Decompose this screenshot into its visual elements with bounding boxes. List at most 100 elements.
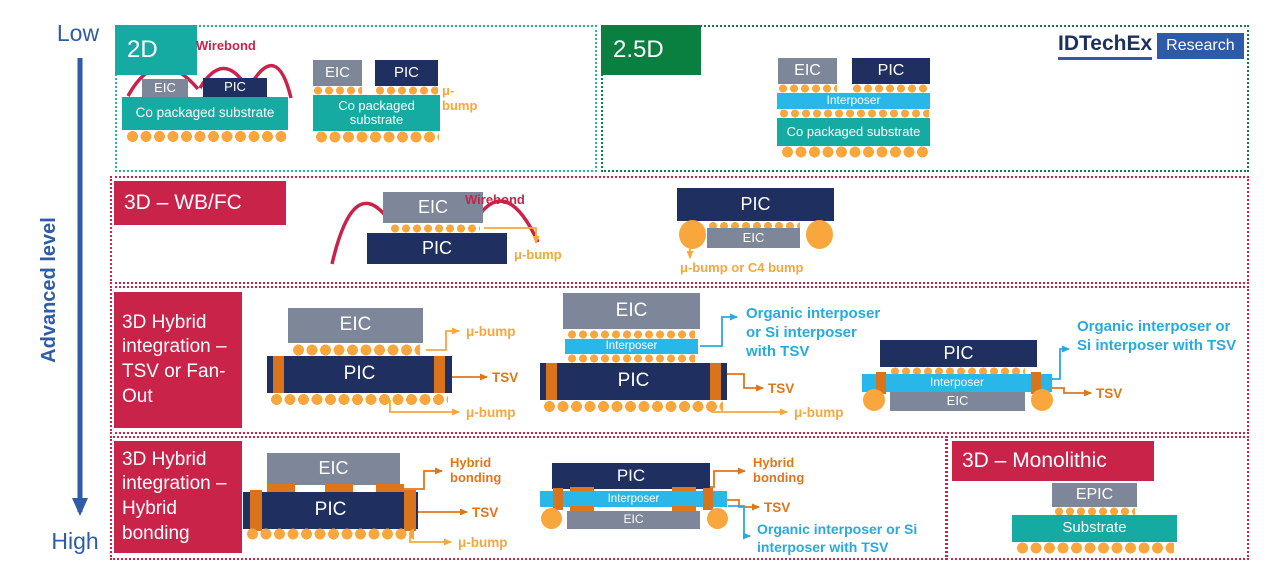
tsv-via bbox=[404, 490, 416, 531]
pic-chip: PIC bbox=[880, 340, 1037, 367]
tsv-label: TSV bbox=[1096, 386, 1123, 401]
interposer-layer: Interposer bbox=[565, 339, 698, 354]
interposer-layer: Interposer bbox=[540, 491, 727, 507]
micro-bumps bbox=[890, 367, 1025, 376]
hybrid-bonding-label: Hybrid bonding bbox=[450, 455, 502, 485]
section-2d-box bbox=[115, 25, 597, 172]
solder-bumps bbox=[126, 130, 286, 143]
tsv-label: TSV bbox=[472, 505, 499, 520]
mu-bump-label: μ-bump bbox=[442, 83, 478, 113]
eic-chip: EIC bbox=[890, 392, 1025, 411]
pic-chip: PIC bbox=[203, 78, 267, 97]
c4-bump bbox=[806, 220, 833, 249]
eic-chip: EIC bbox=[313, 60, 362, 86]
badge-hybrid-bonding: 3D Hybrid integration – Hybrid bonding bbox=[114, 441, 242, 553]
c4-bump bbox=[1031, 389, 1053, 411]
mu-bump-label: μ-bump bbox=[514, 247, 562, 262]
idtechex-logo: IDTechEx Research bbox=[1058, 32, 1244, 60]
micro-bumps bbox=[852, 84, 930, 93]
badge-monolithic: 3D – Monolithic bbox=[952, 441, 1154, 481]
substrate: Substrate bbox=[1012, 515, 1177, 542]
eic-chip: EIC bbox=[267, 453, 400, 485]
idtechex-logo-research-tag: Research bbox=[1157, 33, 1244, 59]
pic-chip: PIC bbox=[540, 363, 727, 400]
badge-tsv-fanout: 3D Hybrid integration – TSV or Fan-Out bbox=[114, 292, 242, 428]
axis-title: Advanced level bbox=[38, 217, 60, 363]
tsv-via bbox=[434, 356, 445, 393]
pic-chip: PIC bbox=[677, 188, 834, 221]
wirebond-label: Wirebond bbox=[196, 38, 256, 53]
eic-chip: EIC bbox=[142, 79, 188, 97]
tsv-via bbox=[710, 363, 721, 400]
micro-bumps bbox=[778, 84, 837, 93]
solder-bumps bbox=[543, 400, 723, 413]
c4-bump bbox=[541, 508, 562, 529]
micro-bumps bbox=[567, 330, 695, 339]
eic-chip: EIC bbox=[288, 308, 423, 343]
idtechex-logo-brand: IDTechEx bbox=[1058, 32, 1153, 60]
axis-high-label: High bbox=[51, 528, 99, 554]
mu-bump-label: μ-bump bbox=[794, 405, 844, 420]
tsv-via bbox=[250, 490, 262, 531]
tsv-via bbox=[546, 363, 557, 400]
hybrid-bond-pad bbox=[325, 484, 353, 493]
mu-bump-label: μ-bump bbox=[466, 405, 516, 420]
micro-bumps bbox=[292, 344, 420, 356]
eic-chip: EIC bbox=[778, 58, 837, 84]
hybrid-bond-pad bbox=[672, 506, 696, 514]
micro-bumps bbox=[779, 109, 929, 118]
pic-chip: PIC bbox=[375, 60, 438, 86]
hybrid-bond-pad bbox=[570, 506, 594, 514]
section-wbfc-box bbox=[110, 176, 1249, 284]
mu-bump-label: μ-bump bbox=[466, 324, 516, 339]
organic-interposer-label: Organic interposer or Si interposer with… bbox=[746, 305, 881, 360]
badge-25d: 2.5D bbox=[601, 25, 701, 75]
interposer-layer: Interposer bbox=[862, 374, 1052, 392]
pic-chip: PIC bbox=[552, 463, 710, 489]
tsv-via bbox=[703, 488, 713, 510]
micro-bumps bbox=[708, 222, 800, 230]
micro-bumps bbox=[375, 86, 438, 95]
co-packaged-substrate: Co packaged substrate bbox=[313, 95, 440, 131]
solder-bumps bbox=[781, 146, 929, 158]
tsv-label: TSV bbox=[492, 370, 519, 385]
hybrid-bonding-label: Hybrid bonding bbox=[753, 455, 805, 485]
pic-chip: PIC bbox=[267, 356, 452, 393]
tsv-via bbox=[273, 356, 284, 393]
axis-low-label: Low bbox=[56, 20, 100, 46]
mu-bump-label: μ-bump bbox=[458, 535, 508, 550]
pic-chip: PIC bbox=[852, 58, 930, 84]
section-tsv-fanout-box bbox=[110, 286, 1249, 434]
badge-2d: 2D bbox=[115, 25, 197, 75]
micro-bumps bbox=[313, 86, 362, 95]
solder-bumps bbox=[315, 131, 439, 143]
organic-interposer-label: Organic interposer or Si interposer with… bbox=[1077, 318, 1237, 354]
tsv-via bbox=[553, 488, 563, 510]
section-25d-box bbox=[601, 25, 1249, 172]
organic-interposer-label: Organic interposer or Si interposer with… bbox=[757, 521, 918, 555]
tsv-label: TSV bbox=[768, 381, 795, 396]
hybrid-bond-pad bbox=[267, 484, 295, 493]
c4-bump bbox=[679, 220, 706, 249]
badge-wbfc: 3D – WB/FC bbox=[114, 181, 286, 225]
micro-bumps bbox=[390, 224, 480, 233]
interposer-layer: Interposer bbox=[777, 93, 930, 109]
epic-chip: EPIC bbox=[1052, 483, 1137, 507]
wirebond-label: Wirebond bbox=[465, 192, 525, 207]
tsv-label: TSV bbox=[764, 500, 791, 515]
solder-bumps bbox=[246, 528, 414, 540]
c4-bump bbox=[707, 508, 728, 529]
solder-bumps bbox=[1016, 542, 1174, 554]
pic-chip: PIC bbox=[367, 233, 507, 264]
eic-chip: EIC bbox=[567, 511, 700, 529]
c4-bump bbox=[863, 389, 885, 411]
micro-bumps bbox=[1054, 507, 1135, 516]
pic-chip: PIC bbox=[243, 492, 418, 529]
solder-bumps bbox=[270, 393, 448, 406]
hybrid-bond-pad bbox=[376, 484, 404, 493]
tsv-via bbox=[1031, 372, 1041, 394]
micro-bumps bbox=[567, 354, 695, 363]
eic-chip: EIC bbox=[563, 293, 700, 329]
section-monolithic-box bbox=[946, 436, 1249, 560]
